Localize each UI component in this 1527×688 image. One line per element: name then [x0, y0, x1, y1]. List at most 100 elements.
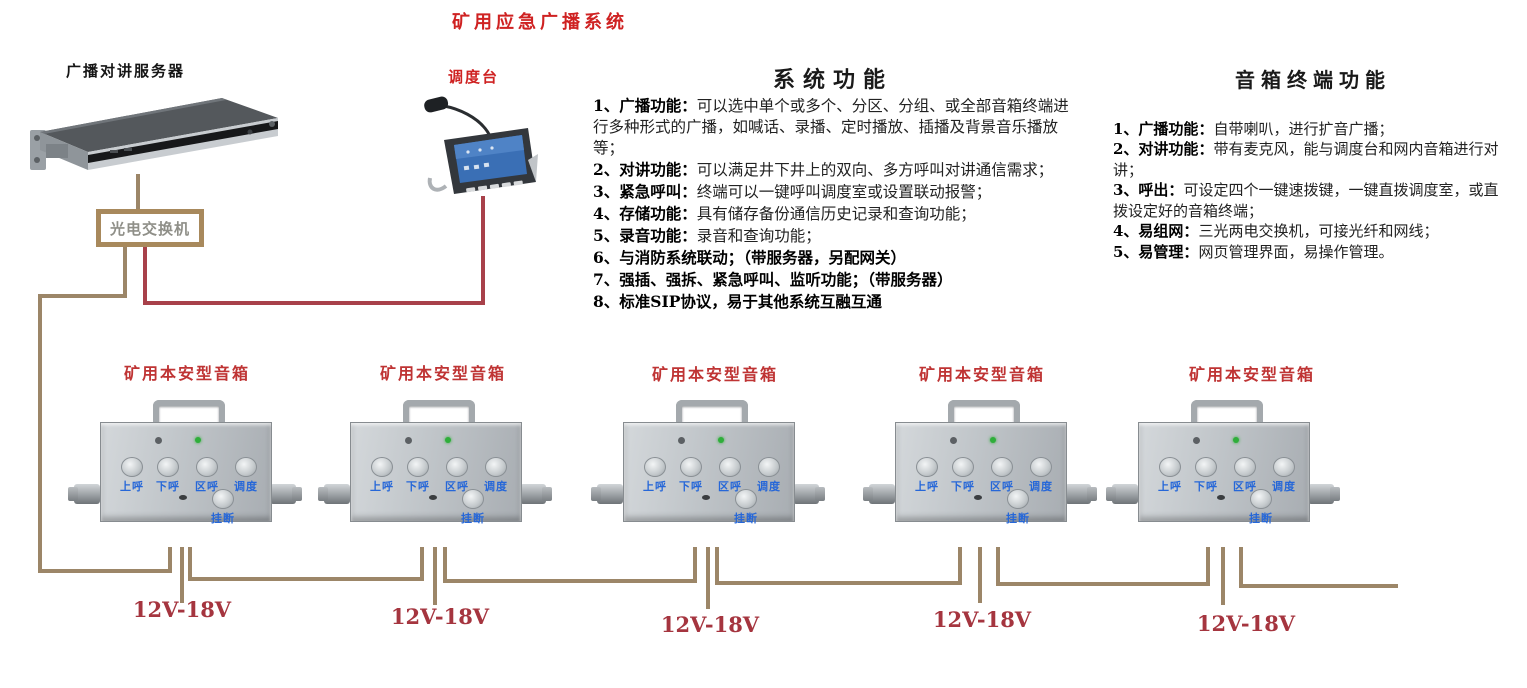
list-item: 3、呼出：可设定四个一键速拨键，一键直拨调度室，或直拨设定好的音箱终端； [1113, 180, 1513, 221]
list-item-text: 可以满足井下井上的双向、多方呼叫对讲通信需求； [696, 161, 1054, 179]
wire-speaker5-trunk [1239, 547, 1398, 588]
list-item-text: 网页管理界面，易操作管理。 [1198, 242, 1394, 261]
power-label: 12V-18V [390, 604, 490, 629]
button-knob-icon [1007, 489, 1029, 509]
dispatch-call-button: 调度 [751, 457, 787, 494]
server-label: 广播对讲服务器 [66, 62, 186, 80]
power-label: 12V-18V [932, 607, 1032, 632]
button-knob-icon [1030, 457, 1052, 477]
list-item-lead: 4、存储功能： [593, 204, 697, 223]
button-knob-icon [735, 489, 757, 509]
button-label: 区呼 [718, 480, 742, 493]
button-label: 下呼 [1194, 480, 1218, 493]
list-item: 4、存储功能：具有储存备份通信历史记录和查询功能； [593, 203, 1073, 225]
list-item: 3、紧急呼叫：终端可以一键呼叫调度室或设置联动报警； [593, 181, 1073, 203]
button-knob-icon [1250, 489, 1272, 509]
down-call-button: 下呼 [945, 457, 981, 494]
button-label: 区呼 [1233, 480, 1257, 493]
list-item-text: 录音和查询功能； [696, 227, 821, 245]
cable-connector-icon [270, 484, 302, 504]
wire-speaker1-to-speaker2 [188, 547, 424, 581]
cable-connector-icon [863, 484, 895, 504]
server-power-button [247, 129, 253, 135]
mic-hole-icon [974, 495, 982, 500]
list-item-text: 可以选中单个或多个、分区、分组、或全部音箱终端进行多种形式的广播，如喊话、录播、… [593, 97, 1069, 157]
list-item: 5、易管理：网页管理界面，易操作管理。 [1113, 242, 1513, 263]
server-vent [46, 144, 68, 158]
cable-connector-icon [520, 484, 552, 504]
optical-switch-box: 光电交换机 [96, 209, 204, 247]
cable-connector-icon [68, 484, 100, 504]
list-item: 8、标准SIP协议，易于其他系统互融互通 [593, 291, 1073, 313]
screen-icon [466, 150, 470, 154]
list-item-lead: 2、对讲功能： [593, 160, 697, 179]
list-item-text: 三光两电交换机，可接光纤和网线； [1198, 222, 1439, 240]
speaker-handle-icon [948, 400, 1020, 434]
server-screw [34, 135, 40, 141]
list-item-text: 具有储存备份通信历史记录和查询功能； [696, 205, 976, 223]
dispatcher-phone-image [424, 96, 538, 194]
list-item-text: 终端可以一键呼叫调度室或设置联动报警； [696, 183, 992, 201]
button-label: 区呼 [445, 480, 469, 493]
button-knob-icon [916, 457, 938, 477]
button-knob-icon [1195, 457, 1217, 477]
list-item: 1、广播功能：可以选中单个或多个、分区、分组、或全部音箱终端进行多种形式的广播，… [593, 95, 1073, 159]
dispatch-call-button: 调度 [478, 457, 514, 494]
cable-connector-icon [1106, 484, 1138, 504]
up-call-button: 上呼 [114, 457, 150, 494]
list-item: 6、与消防系统联动；（带服务器，另配网关） [593, 247, 1073, 269]
button-knob-icon [485, 457, 507, 477]
list-item-lead: 4、易组网： [1113, 222, 1199, 240]
list-item-lead: 1、广播功能： [593, 96, 697, 115]
down-call-button: 下呼 [673, 457, 709, 494]
screen-icon [463, 165, 470, 171]
button-knob-icon [644, 457, 666, 477]
button-label: 区呼 [195, 480, 219, 493]
hang-up-button: 挂断 [1000, 489, 1036, 526]
status-led-icon [718, 437, 724, 443]
mic-hole-icon [429, 495, 437, 500]
button-label: 上呼 [120, 480, 144, 493]
list-item-lead: 3、紧急呼叫： [593, 182, 697, 201]
up-call-button: 上呼 [909, 457, 945, 494]
button-label: 上呼 [370, 480, 394, 493]
up-call-button: 上呼 [637, 457, 673, 494]
button-label: 下呼 [156, 480, 180, 493]
cable-connector-icon [1308, 484, 1340, 504]
hang-up-button: 挂断 [728, 489, 764, 526]
button-knob-icon [235, 457, 257, 477]
list-item: 7、强插、强拆、紧急呼叫、监听功能；（带服务器） [593, 269, 1073, 291]
list-item-lead: 5、录音功能： [593, 226, 697, 245]
mic-hole-icon [1217, 495, 1225, 500]
server-port [110, 150, 118, 153]
screen-icon [478, 148, 482, 152]
speaker-unit: 上呼 下呼 区呼 调度 挂断 [863, 396, 1097, 526]
button-knob-icon [952, 457, 974, 477]
speaker-unit: 上呼 下呼 区呼 调度 挂断 [1106, 396, 1340, 526]
button-label: 上呼 [643, 480, 667, 493]
speaker-handle-icon [1191, 400, 1263, 434]
zone-call-button: 区呼 [1227, 457, 1263, 494]
list-item-lead: 5、易管理： [1113, 242, 1199, 261]
phone-stand [528, 154, 538, 182]
speaker-unit: 上呼 下呼 区呼 调度 挂断 [318, 396, 552, 526]
phone-button-row [466, 180, 523, 193]
dispatcher-label: 调度台 [448, 68, 500, 86]
dispatch-call-button: 调度 [228, 457, 264, 494]
hang-up-button: 挂断 [455, 489, 491, 526]
phone-screen-glare [454, 135, 524, 159]
mic-hole-icon [179, 495, 187, 500]
list-item: 2、对讲功能：可以满足井下井上的双向、多方呼叫对讲通信需求； [593, 159, 1073, 181]
list-item-text: 带有麦克风，能与调度台和网内音箱进行对讲； [1113, 140, 1499, 179]
page-title: 矿用应急广播系统 [452, 12, 628, 33]
speaker-handle-icon [403, 400, 475, 434]
speaker-unit: 上呼 下呼 区呼 调度 挂断 [591, 396, 825, 526]
button-knob-icon [758, 457, 780, 477]
button-label: 上呼 [915, 480, 939, 493]
button-label: 挂断 [1249, 512, 1273, 525]
list-item-lead: 8、标准SIP协议，易于其他系统互融互通 [593, 292, 882, 311]
hang-up-button: 挂断 [205, 489, 241, 526]
dispatch-call-button: 调度 [1266, 457, 1302, 494]
power-label: 12V-18V [660, 612, 760, 637]
